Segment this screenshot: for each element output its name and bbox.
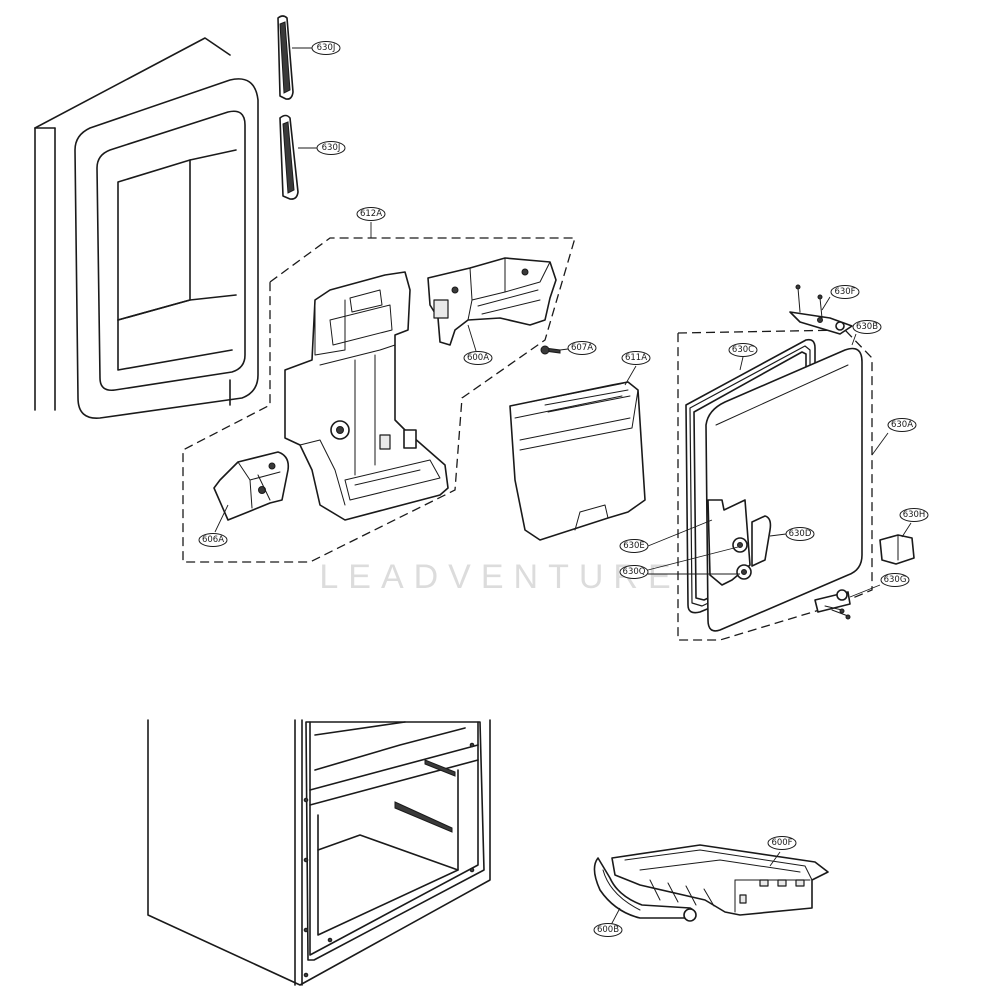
callout-label: 607A: [571, 343, 593, 353]
part-600A-ice-maker: [427, 257, 557, 346]
callout-label: 612A: [360, 209, 382, 219]
callout-630J-upper: 630J: [311, 41, 341, 55]
leader-lines: [214, 47, 912, 926]
callout-630E: 630E: [619, 539, 649, 553]
callout-label: 630J: [317, 43, 336, 53]
callout-label: 600B: [597, 925, 619, 935]
callout-630H: 630H: [899, 508, 929, 522]
callout-600F: 600F: [767, 836, 797, 850]
part-600B-lever: [593, 857, 697, 922]
callout-label: 630G: [884, 575, 907, 585]
part-630J-upper: [277, 15, 294, 100]
part-600F-tray: [611, 844, 829, 916]
callout-630C: 630C: [728, 343, 758, 357]
callout-label: 630H: [903, 510, 926, 520]
callout-630Q: 630Q: [619, 565, 649, 579]
callout-label: 630J: [322, 143, 341, 153]
part-630F-hinge: [789, 284, 853, 335]
callout-label: 600A: [467, 353, 489, 363]
part-611A-cover: [509, 381, 646, 541]
callout-label: 630E: [623, 541, 645, 551]
callout-label: 630Q: [623, 567, 646, 577]
part-630D-handle: [707, 499, 772, 586]
part-630J-lower: [279, 114, 299, 200]
callout-label: 630C: [732, 345, 754, 355]
callout-612A: 612A: [356, 207, 386, 221]
part-607A-screw: [540, 345, 561, 355]
callout-600B: 600B: [593, 923, 623, 937]
callout-label: 630B: [856, 322, 878, 332]
group-612A-boundary: [182, 237, 576, 563]
part-630G-lower-hinge: [814, 589, 851, 620]
callout-630G: 630G: [880, 573, 910, 587]
callout-630J-lower: 630J: [316, 141, 346, 155]
fridge-cabinet: [147, 719, 491, 986]
callout-607A: 607A: [567, 341, 597, 355]
part-606A-bracket: [213, 451, 290, 521]
callout-630A: 630A: [887, 418, 917, 432]
watermark: LEADVENTURE: [319, 558, 680, 596]
callout-label: 611A: [625, 353, 647, 363]
callout-611A: 611A: [621, 351, 651, 365]
callout-630B: 630B: [852, 320, 882, 334]
callout-label: 606A: [202, 535, 224, 545]
callout-606A: 606A: [198, 533, 228, 547]
callout-label: 630A: [891, 420, 913, 430]
part-612A-housing: [284, 271, 449, 521]
group-630A-boundary: [677, 329, 873, 641]
callout-label: 630F: [834, 287, 855, 297]
fridge-door: [34, 37, 259, 419]
callout-label: 600F: [771, 838, 792, 848]
part-630H-clip: [879, 534, 915, 565]
callout-600A: 600A: [463, 351, 493, 365]
callout-label: 630D: [789, 529, 812, 539]
callout-630D: 630D: [785, 527, 815, 541]
callout-630F: 630F: [830, 285, 860, 299]
